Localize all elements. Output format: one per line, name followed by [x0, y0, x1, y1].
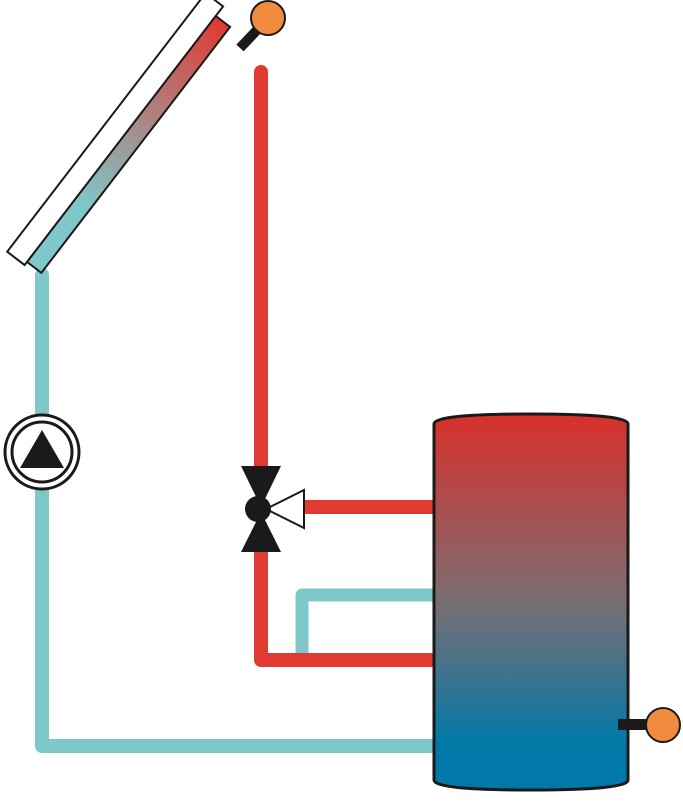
collector-sensor-icon [236, 0, 286, 52]
collector-panel [5, 0, 225, 267]
storage-tank-icon [432, 412, 630, 792]
tank-sensor-icon [618, 707, 681, 743]
hot-lower-tank-pipe [254, 548, 436, 667]
circulation-pump-icon [3, 413, 81, 491]
collector-absorber [25, 14, 232, 275]
solar-collector-icon [5, 0, 232, 275]
three-way-valve-icon [241, 466, 305, 552]
cold-bypass-pipe [295, 588, 436, 660]
